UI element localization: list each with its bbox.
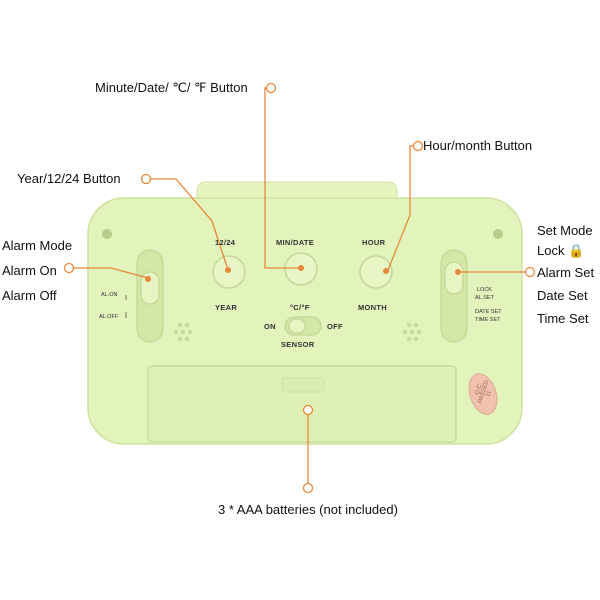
leader-alarm — [69, 267, 149, 279]
callout-year-button: Year/12/24 Button — [17, 171, 121, 186]
label-al-on: AL.ON — [101, 292, 118, 298]
callout-alarm-on: Alarm On — [2, 263, 57, 278]
callout-min-date-button: Minute/Date/ ℃/ ℉ Button — [95, 80, 248, 95]
callout-date-set: Date Set — [537, 288, 588, 303]
label-month: MONTH — [358, 303, 387, 312]
label-celsius-fahrenheit: °C/°F — [290, 303, 310, 312]
label-min-date: MIN/DATE — [276, 238, 315, 247]
label-sensor-off: OFF — [327, 322, 343, 331]
callout-time-set: Time Set — [537, 311, 589, 326]
label-sensor-on: ON — [264, 322, 276, 331]
hour-button — [359, 255, 393, 289]
label-hour: HOUR — [362, 238, 386, 247]
label-sensor: SENSOR — [281, 340, 315, 349]
leader-endpoints — [63, 82, 536, 494]
label-al-set: AL.SET — [475, 295, 494, 301]
label-date-set: DATE SET — [475, 309, 502, 315]
battery-door — [147, 365, 457, 443]
callout-lock: Lock 🔒 — [537, 243, 585, 258]
callout-set-mode: Set Mode — [537, 223, 593, 238]
screw-left — [102, 229, 112, 239]
callout-alarm-off: Alarm Off — [2, 288, 57, 303]
label-year: YEAR — [215, 303, 238, 312]
callout-batteries: 3 * AAA batteries (not included) — [218, 502, 398, 517]
screw-right — [493, 229, 503, 239]
sensor-switch-knob — [288, 318, 306, 334]
set-switch-knob — [444, 261, 464, 295]
callout-hour-month-button: Hour/month Button — [423, 138, 533, 153]
qc-stamp — [468, 373, 498, 415]
speaker-right — [402, 322, 422, 342]
leader-targets — [145, 265, 461, 282]
label-12-24: 12/24 — [215, 238, 236, 247]
leader-year — [146, 178, 229, 271]
label-time-set: TIME SET — [475, 317, 501, 323]
callout-alarm-mode: Alarm Mode — [2, 238, 73, 253]
battery-door-tab — [281, 377, 325, 393]
label-al-off: AL.OFF — [99, 314, 119, 320]
label-lock: LOCK — [477, 287, 492, 293]
speaker-left — [173, 322, 193, 342]
callout-alarm-set: Alarm Set — [537, 265, 595, 280]
